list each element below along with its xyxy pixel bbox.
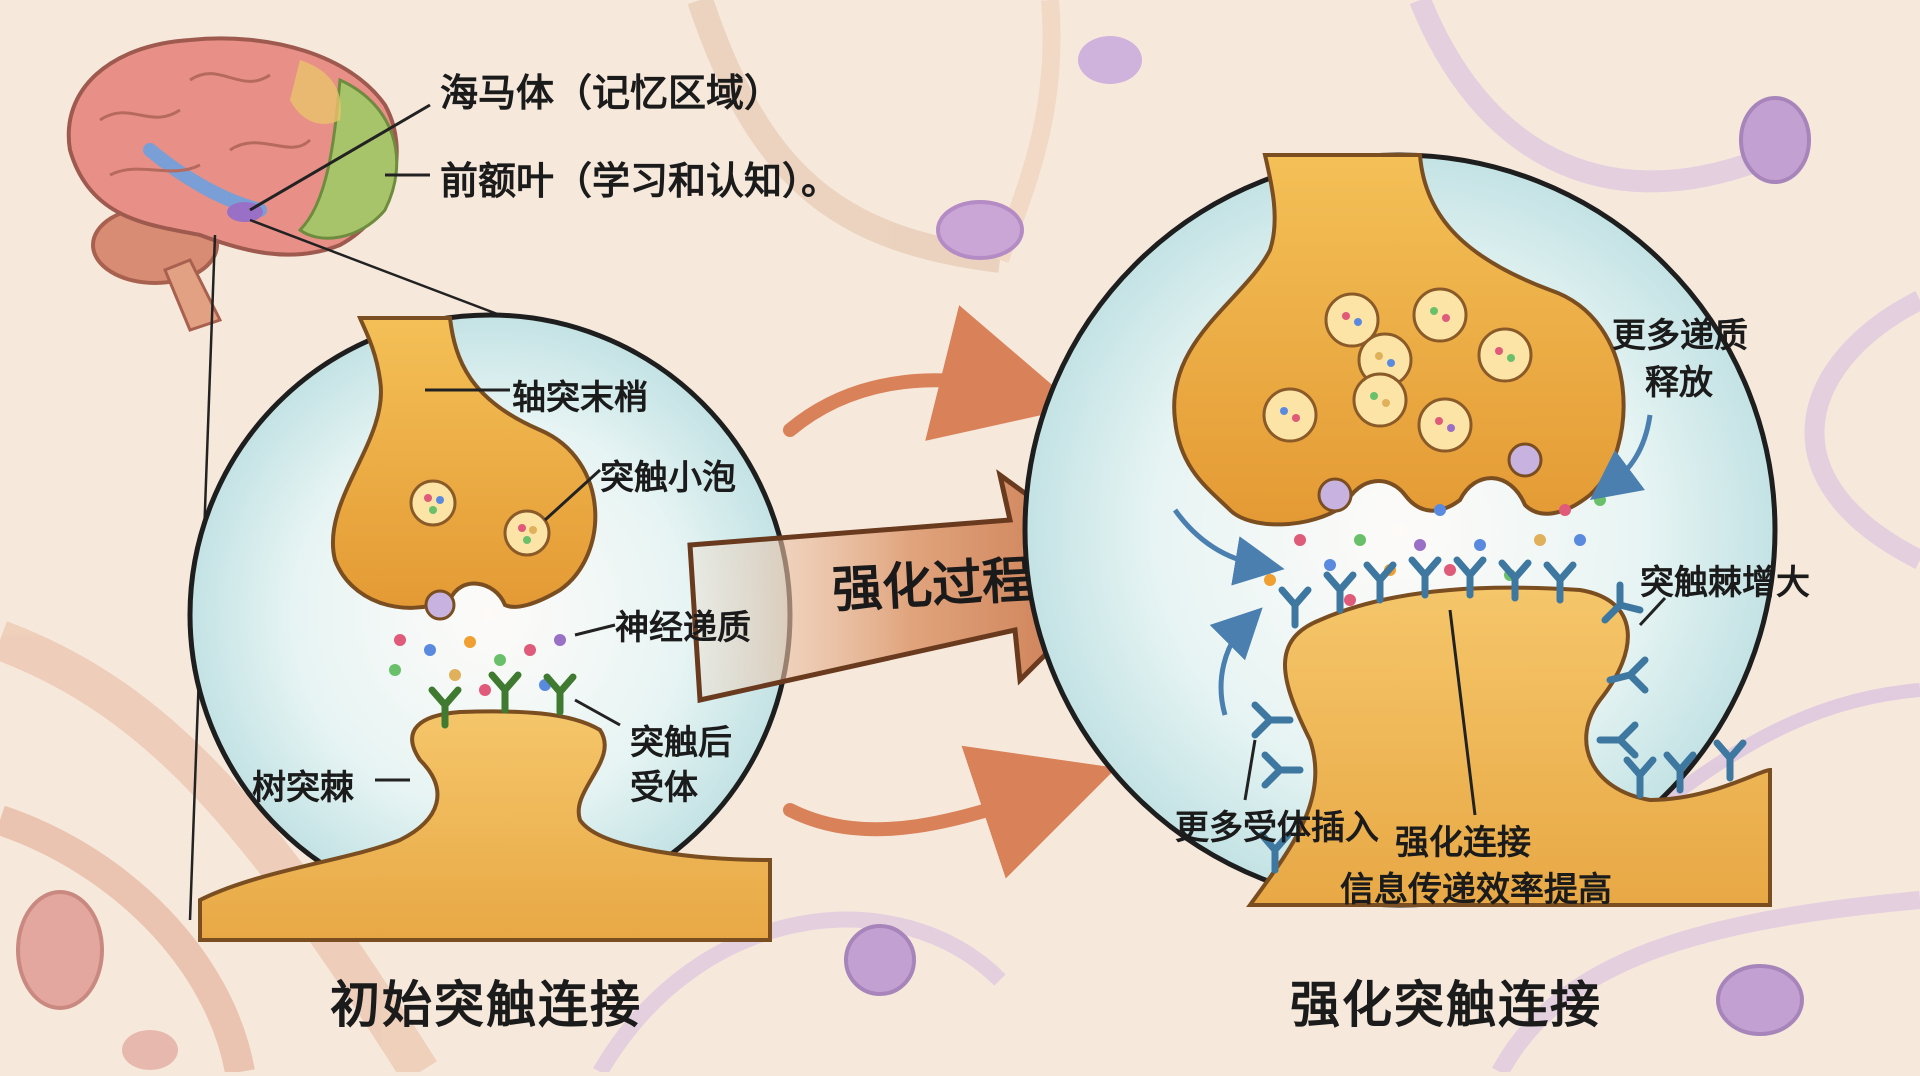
vesicle-leader [543,468,602,522]
bg-cell-body [1739,96,1811,184]
process-arrow-label: 强化过程 [830,550,1034,620]
release-site [424,589,456,621]
more-receptors-label: 更多受体插入 [1175,808,1379,848]
vesicle [409,479,457,527]
strengthen-label-line1: 强化连接 [1395,823,1531,863]
neurotransmitter-label: 神经递质 [615,608,751,648]
vesicle-label: 突触小泡 [600,458,736,498]
receptor [1251,556,1747,874]
small-arrow-top [783,305,1078,441]
release-site [1507,442,1543,478]
insert-arrow [1209,607,1263,716]
receptor [428,671,577,729]
small-arrow-bottom [783,745,1117,879]
vesicle [503,509,551,557]
brain [66,36,399,332]
strengthened-synapse-bubble [1022,152,1778,908]
brain-lobe-yellow [290,60,341,124]
release-arrow [1590,414,1653,501]
release-site [1317,477,1353,513]
brain-gyri [99,72,312,177]
spine-enlarged-label: 突触棘增大 [1640,563,1810,603]
bg-cell-body [1078,36,1142,84]
receptor-label-line1: 突触后 [630,723,732,763]
prefrontal-label: 前额叶（学习和认知）。 [440,159,840,203]
strengthen-leader [1448,609,1477,816]
spine-enlarged-leader [1638,596,1667,627]
more-receptors-leader [1243,739,1257,801]
release-arrow [1172,508,1285,586]
vesicle [1262,287,1533,453]
neurotransmitters [389,634,566,696]
more-release-label-line2: 释放 [1645,363,1713,403]
receptor-label-line2: 受体 [630,768,698,808]
vesicle-contents [1280,307,1515,432]
initial-synapse-bubble [187,312,793,942]
bg-cell-body [844,924,916,996]
hippocampus-label: 海马体（记忆区域） [440,71,783,115]
brain-stem [163,258,223,332]
more-release-label-line1: 更多递质 [1612,316,1748,356]
bg-cell-body [122,1030,178,1070]
enlarged-dendritic-spine [1246,585,1772,907]
bg-cell-body [936,200,1024,260]
dendritic-spine-label: 树突棘 [252,768,354,808]
neurotransmitter-leader [574,623,616,637]
hippocampus-leader [249,103,431,212]
strengthen-label-line2: 信息传递效率提高 [1340,870,1612,910]
initial-caption: 初始突触连接 [330,976,642,1034]
dendritic-spine [198,709,772,942]
strengthened-caption: 强化突触连接 [1290,976,1602,1034]
bg-cell-body [16,890,104,1010]
axon-terminal-label: 轴突末梢 [512,378,648,418]
bg-cell-body [1716,964,1804,1036]
receptor-leader [574,698,621,727]
